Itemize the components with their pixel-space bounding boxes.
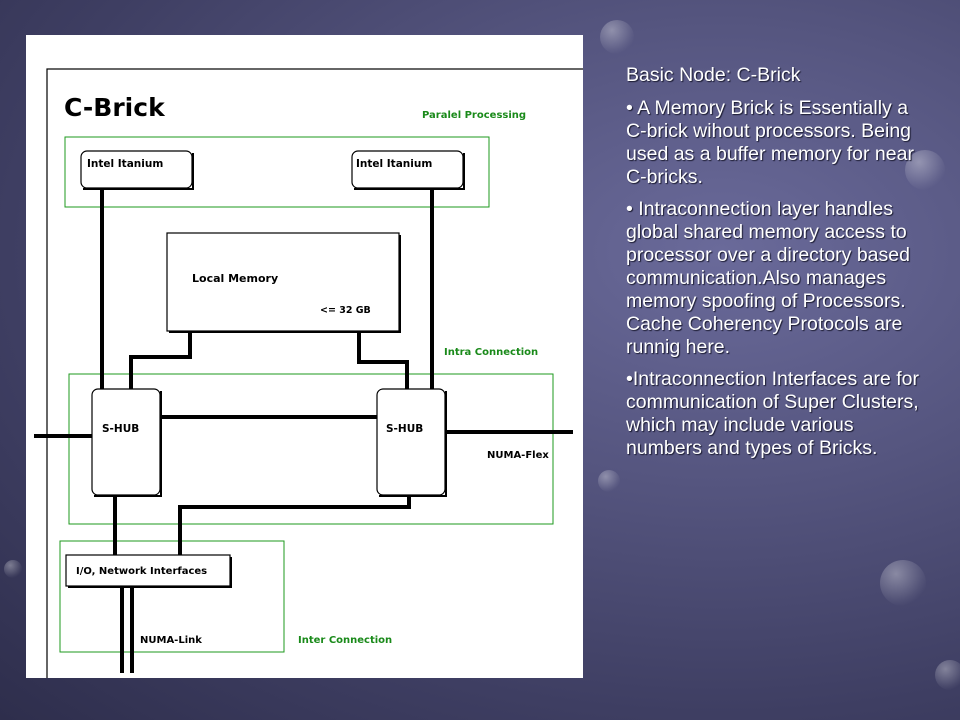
background-bubble (905, 150, 945, 190)
bullet-intraconnection-layer: • Intraconnection layer handles global s… (626, 198, 910, 358)
local-memory-size: <= 32 GB (320, 305, 371, 316)
s-hub-right: S-HUB (376, 388, 447, 497)
intra-connection-label: Intra Connection (444, 347, 538, 358)
parallel-processing-label: Paralel Processing (422, 110, 526, 121)
intra-connection-group (68, 373, 554, 525)
bullet-memory-brick: • A Memory Brick is Essentially a C-bric… (626, 97, 914, 188)
inter-connection-group (59, 540, 285, 653)
wiring (34, 187, 573, 673)
background-bubble (4, 560, 22, 578)
bullet-intraconnection-interfaces: •Intraconnection Interfaces are for comm… (626, 368, 919, 459)
diagram-title: C-Brick (64, 93, 166, 122)
io-label: I/O, Network Interfaces (76, 566, 207, 577)
processor-left: Intel Itanium (80, 150, 194, 190)
diagram-panel: C-Brick Paralel Processing Intra Connect… (26, 35, 583, 678)
numa-link-label: NUMA-Link (140, 635, 202, 646)
slide-text-block: Basic Node: C-Brick • A Memory Brick is … (626, 64, 926, 469)
c-brick-diagram: C-Brick Paralel Processing Intra Connect… (34, 68, 583, 678)
background-bubble (935, 660, 960, 690)
local-memory-label: Local Memory (192, 272, 278, 285)
inter-connection-label: Inter Connection (298, 635, 392, 646)
s-hub-right-label: S-HUB (386, 423, 423, 435)
numa-flex-label: NUMA-Flex (487, 450, 549, 461)
slide-heading: Basic Node: C-Brick (626, 64, 801, 86)
background-bubble (598, 470, 620, 492)
diagram-outer-frame (46, 68, 583, 678)
s-hub-left-label: S-HUB (102, 423, 139, 435)
processor-right-label: Intel Itanium (356, 158, 432, 170)
io-network-interfaces: I/O, Network Interfaces (65, 554, 232, 588)
local-memory-block: Local Memory <= 32 GB (166, 232, 401, 333)
background-bubble (600, 20, 634, 54)
processor-right: Intel Itanium (351, 150, 465, 190)
parallel-processing-group (64, 136, 490, 208)
background-bubble (880, 560, 926, 606)
processor-left-label: Intel Itanium (87, 158, 163, 170)
s-hub-left: S-HUB (91, 388, 162, 497)
